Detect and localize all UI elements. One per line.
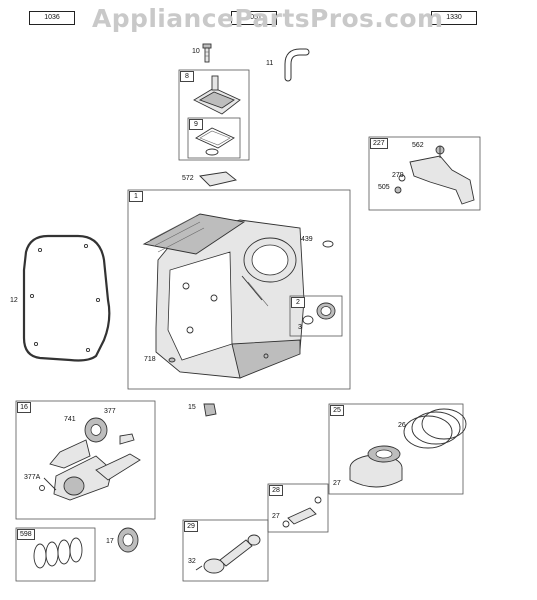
label-27-piston: 27 <box>333 480 341 487</box>
watermark: AppliancePartsPros.com <box>92 4 444 33</box>
label-9: 9 <box>189 119 203 130</box>
piston-frame <box>328 403 464 495</box>
control-bracket-icon <box>394 145 475 205</box>
piston-icon <box>349 445 403 488</box>
label-17: 17 <box>106 538 114 545</box>
ref-box-right: 1330 <box>431 11 477 25</box>
label-377a: 377A <box>24 474 41 481</box>
label-32: 32 <box>188 558 196 565</box>
piston-rings-icon <box>403 408 467 449</box>
ref-box-center: 1051 <box>231 11 277 25</box>
bracket-frame <box>368 136 481 211</box>
label-10: 10 <box>192 48 200 55</box>
breather-cover-icon <box>193 75 241 115</box>
ring-439-icon <box>322 240 334 248</box>
label-12: 12 <box>10 297 18 304</box>
label-29: 29 <box>184 521 198 532</box>
label-227: 227 <box>370 138 388 149</box>
label-1: 1 <box>129 191 143 202</box>
label-377: 377 <box>104 408 116 415</box>
ref-box-left: 1036 <box>29 11 75 25</box>
crankshaft-frame <box>15 400 156 520</box>
wrist-pin-frame <box>267 483 329 533</box>
cylinder-block-icon <box>142 213 305 379</box>
label-439: 439 <box>301 236 313 243</box>
plug-15-icon <box>203 403 217 417</box>
timing-gear-icon <box>117 527 139 553</box>
label-28: 28 <box>269 485 283 496</box>
label-2: 2 <box>291 297 305 308</box>
label-3: 3 <box>298 324 302 331</box>
label-11: 11 <box>266 60 274 67</box>
key-377a-icon <box>39 485 45 491</box>
crankcase-gasket-icon <box>22 234 111 362</box>
breather-gasket-icon <box>195 127 235 156</box>
label-27-pin: 27 <box>272 513 280 520</box>
label-598: 598 <box>17 529 35 540</box>
breather-gasket-frame <box>187 117 241 159</box>
wrist-pin-icon <box>282 496 322 528</box>
label-15: 15 <box>188 404 196 411</box>
connecting-rod-frame <box>182 519 269 582</box>
label-16: 16 <box>17 402 31 413</box>
label-562: 562 <box>412 142 424 149</box>
crankshaft-icon <box>43 417 141 501</box>
label-505: 505 <box>378 184 390 191</box>
ring-set-frame <box>15 527 96 582</box>
ring-set-icon <box>33 537 83 569</box>
label-25: 25 <box>330 405 344 416</box>
plate-572-icon <box>199 171 238 187</box>
oil-seal-icon <box>289 295 343 337</box>
label-572: 572 <box>182 175 194 182</box>
breather-tube-icon <box>284 48 310 82</box>
connecting-rod-icon <box>195 534 261 574</box>
label-741: 741 <box>64 416 76 423</box>
label-26: 26 <box>398 422 406 429</box>
cylinder-block-frame <box>127 189 351 390</box>
bolt-icon <box>202 43 212 63</box>
breather-assembly-frame <box>178 69 250 161</box>
label-718: 718 <box>144 356 156 363</box>
label-279: 279 <box>392 172 404 179</box>
label-8: 8 <box>180 71 194 82</box>
plug-718-icon <box>168 357 176 363</box>
